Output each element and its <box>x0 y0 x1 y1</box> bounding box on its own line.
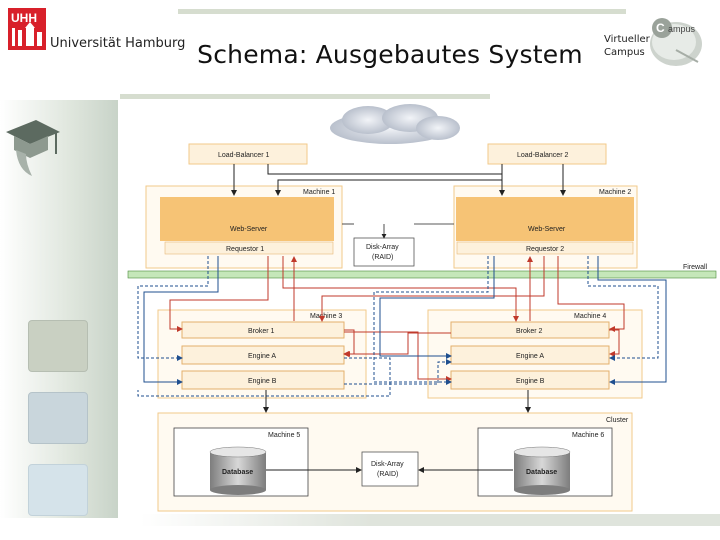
machine-1-label: Machine 1 <box>303 189 335 196</box>
database-2-label: Database <box>526 469 557 476</box>
nav-tile-3[interactable] <box>28 464 88 516</box>
nav-tile-1[interactable] <box>28 320 88 372</box>
machine-2-label: Machine 2 <box>599 189 631 196</box>
machine-4-label: Machine 4 <box>574 313 606 320</box>
arrow-lb2-web1 <box>275 164 503 196</box>
database-1-label: Database <box>222 469 253 476</box>
engine-a-1-label: Engine A <box>248 353 276 360</box>
requestor-2-box <box>456 241 634 255</box>
load-balancer-2-label: Load-Balancer 2 <box>517 152 568 159</box>
machine-3-label: Machine 3 <box>310 313 342 320</box>
svg-text:C: C <box>656 21 665 35</box>
virtual-campus-line1: Virtueller <box>604 34 650 45</box>
web-server-2-box <box>456 197 634 241</box>
disk-array-bottom-label-1: Disk-Array <box>371 461 404 468</box>
svg-text:ampus: ampus <box>668 24 696 34</box>
uhh-logo-icon: UHH <box>8 8 46 50</box>
broker-2-label: Broker 2 <box>516 328 543 335</box>
graduation-cap-icon <box>6 120 60 176</box>
left-decor-panel <box>0 100 118 518</box>
requestor-broker-links <box>169 256 625 382</box>
disk-array-top-box <box>353 237 415 267</box>
disk-array-top-label-2: (RAID) <box>372 254 393 261</box>
virtual-campus-line2: Campus <box>604 47 645 58</box>
engine-a-2-label: Engine A <box>516 353 544 360</box>
engine-b-2-label: Engine B <box>516 378 545 385</box>
broker-1-label: Broker 1 <box>248 328 275 335</box>
university-name: Universität Hamburg <box>50 36 186 51</box>
header-bottom-rule <box>120 94 490 99</box>
disk-array-bottom-box <box>361 451 419 487</box>
load-balancer-1-box <box>188 143 308 165</box>
disk-array-top-label-1: Disk-Array <box>366 244 399 251</box>
virtual-campus-logo: C ampus <box>598 10 708 70</box>
requestor-2-label: Requestor 2 <box>526 246 564 253</box>
database-1-icon <box>209 446 267 495</box>
machine-6-label: Machine 6 <box>572 432 604 439</box>
requestor-1-box <box>164 241 334 255</box>
machine-5-label: Machine 5 <box>268 432 300 439</box>
page-title: Schema: Ausgebautes System <box>197 40 583 69</box>
load-balancer-2-box <box>487 143 607 165</box>
web-server-2-label: Web-Server <box>528 226 566 233</box>
virtual-campus-text: Virtueller Campus <box>604 33 650 59</box>
nav-tile-2[interactable] <box>28 392 88 444</box>
disk-array-bottom-label-2: (RAID) <box>377 471 398 478</box>
web-server-1-box <box>160 197 334 241</box>
arrow-lb1-web2 <box>267 164 505 196</box>
load-balancer-1-label: Load-Balancer 1 <box>218 152 269 159</box>
database-2-icon <box>513 446 571 495</box>
cluster-label: Cluster <box>606 417 629 424</box>
engine-b-1-label: Engine B <box>248 378 277 385</box>
header-top-rule <box>178 9 626 14</box>
architecture-svg: Load-Balancer 1 Load-Balancer 2 Machine … <box>127 104 717 512</box>
web-server-1-label: Web-Server <box>230 226 268 233</box>
campus-mouse-icon: C ampus <box>650 18 702 66</box>
svg-text:UHH: UHH <box>11 11 37 25</box>
system-architecture-diagram: Load-Balancer 1 Load-Balancer 2 Machine … <box>118 100 718 514</box>
firewall-bar <box>127 270 717 279</box>
footer-rule <box>140 514 720 526</box>
uhh-logo: UHH <box>8 8 46 50</box>
engine-control-links <box>137 256 667 397</box>
internet-cloud-icon <box>330 104 460 144</box>
requestor-1-label: Requestor 1 <box>226 246 264 253</box>
firewall-label: Firewall <box>683 264 708 271</box>
